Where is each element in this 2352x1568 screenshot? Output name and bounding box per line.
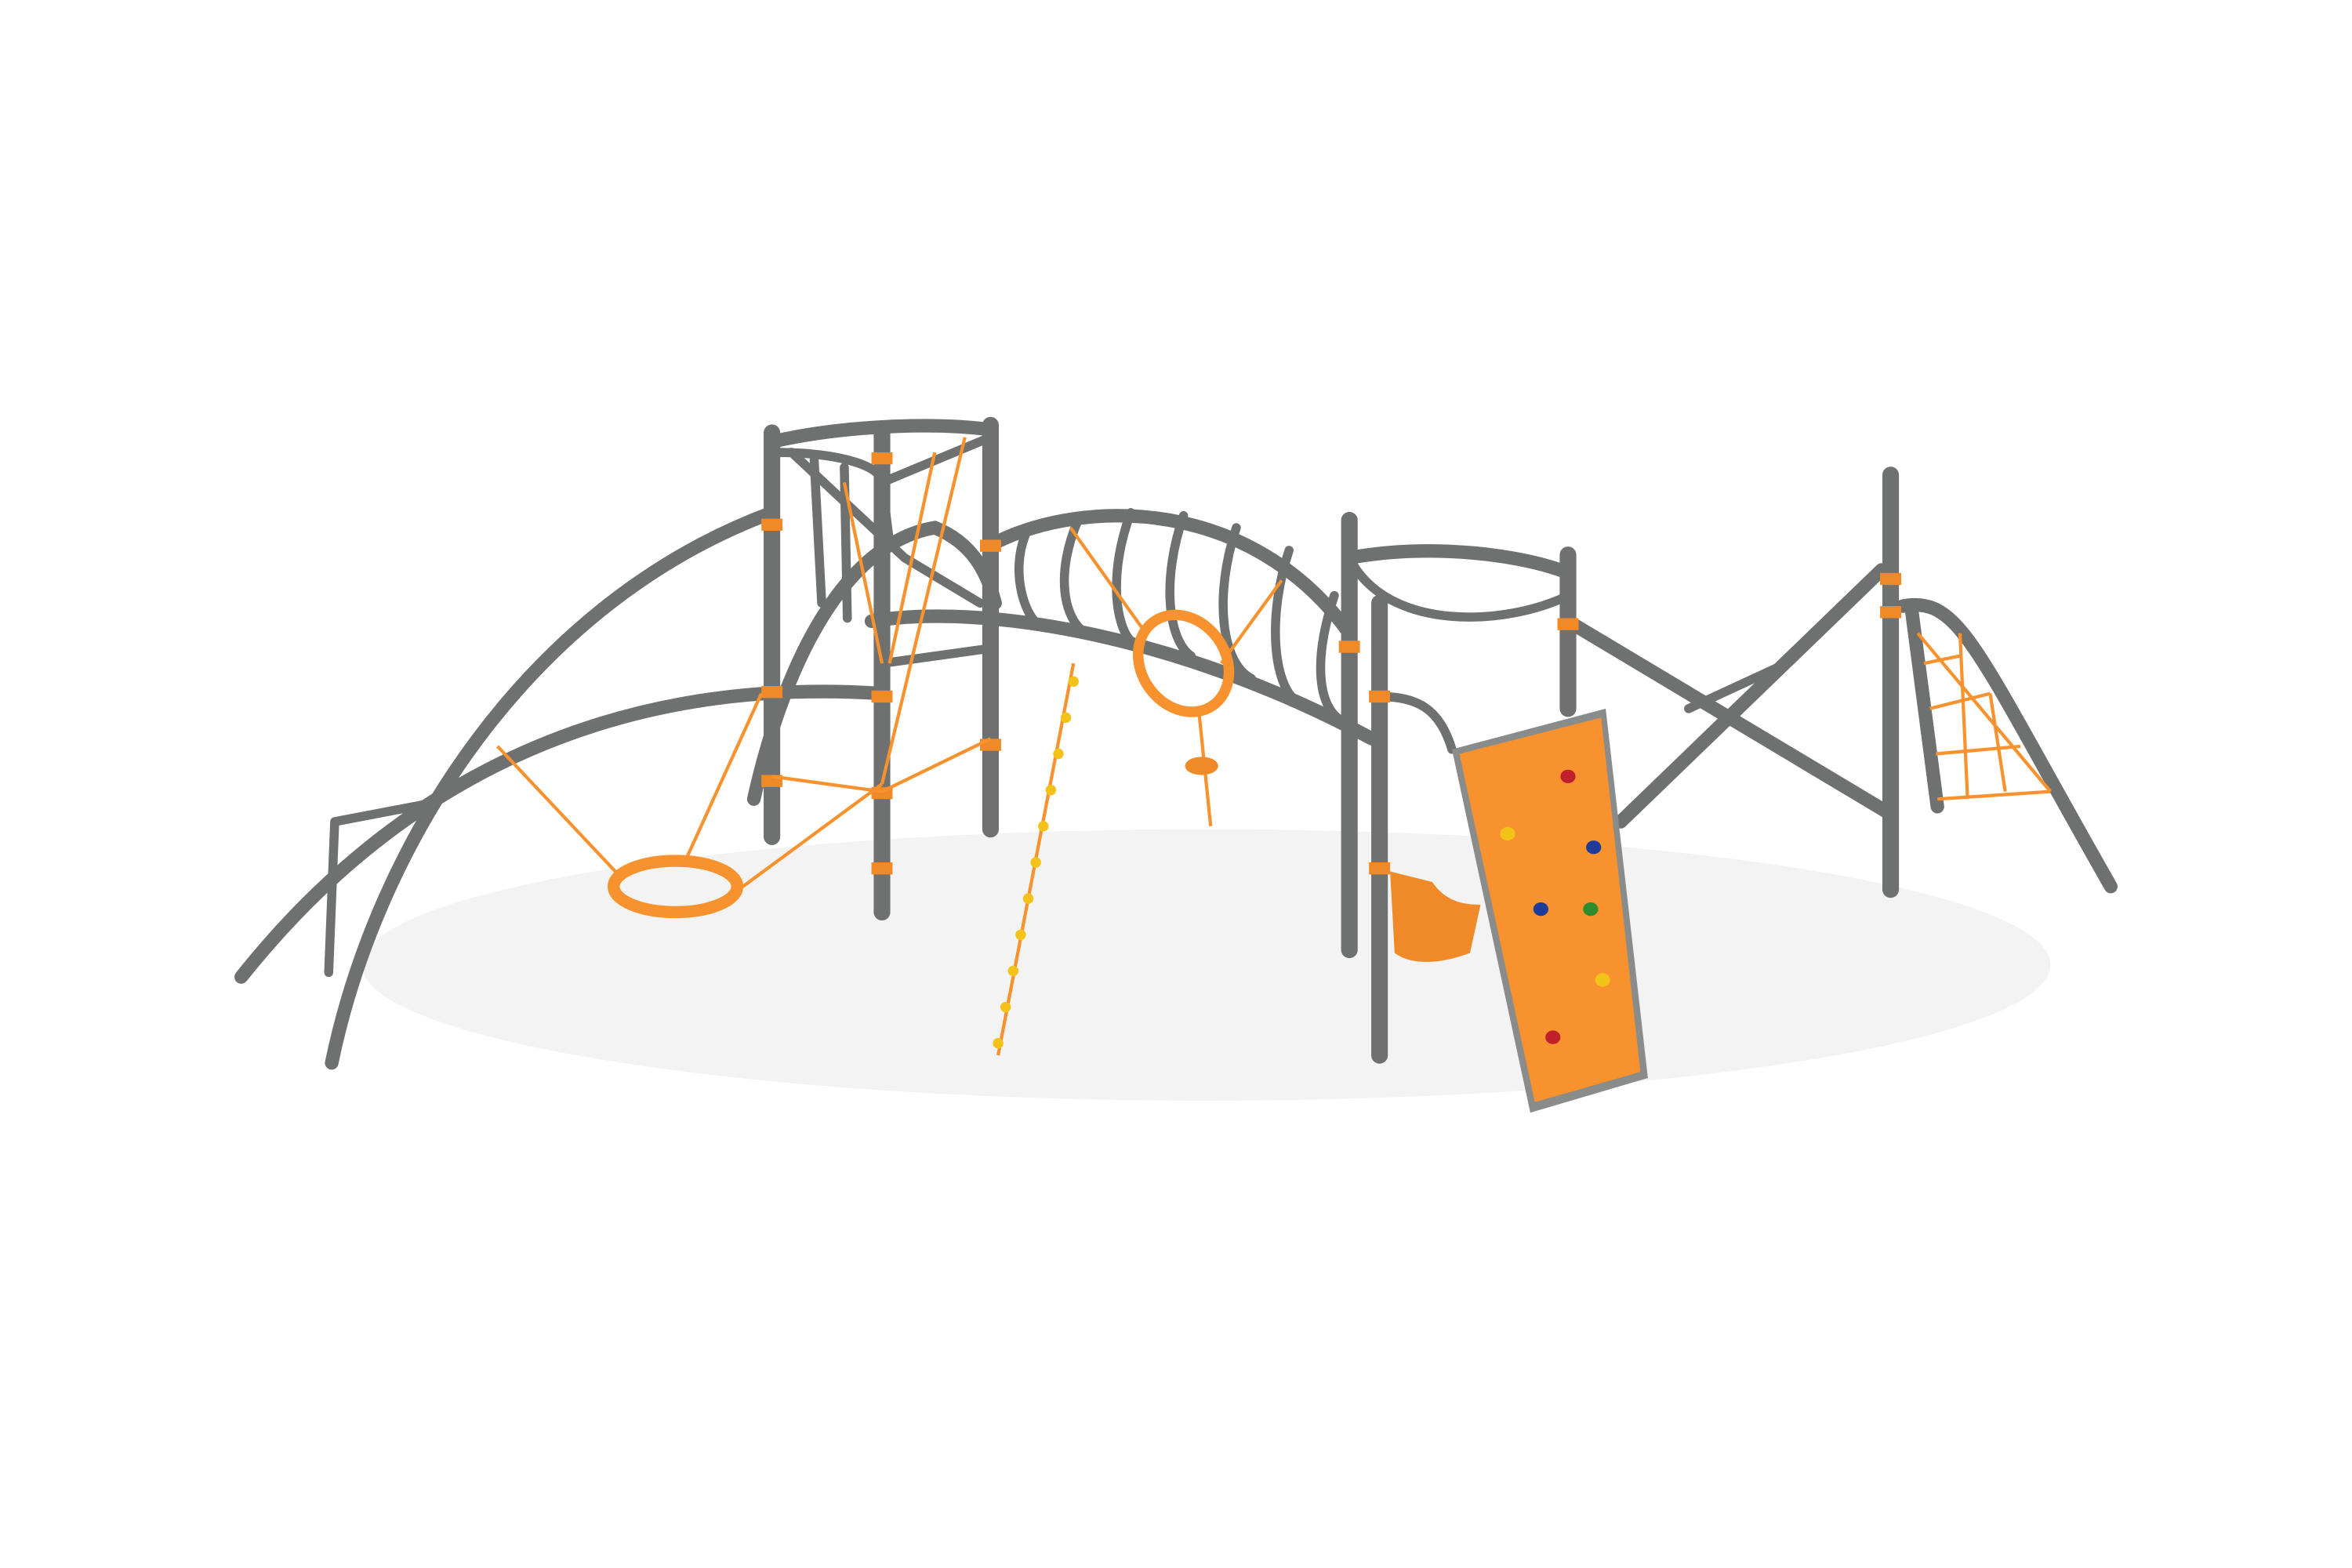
posts	[764, 416, 1900, 1064]
rope-bead	[993, 1038, 1004, 1049]
climbing-hold	[1533, 902, 1548, 916]
hanging-hoop	[1132, 609, 1235, 717]
middle-frame	[1342, 544, 1575, 754]
climbing-hold	[1595, 973, 1610, 987]
rope-bead	[1060, 712, 1072, 724]
rope-bead	[1000, 1001, 1011, 1013]
rope-bead	[1007, 965, 1019, 977]
rope-bead	[1053, 748, 1064, 760]
climbing-hold	[1583, 902, 1599, 916]
climbing-hold	[1545, 1030, 1561, 1044]
rope-bead	[1015, 929, 1026, 941]
ropes	[496, 437, 1283, 891]
x-cross-bars	[1561, 563, 1898, 829]
arch-bridge	[864, 508, 1379, 746]
ring-swing	[608, 855, 744, 919]
rope-bead	[1045, 784, 1057, 796]
right-net-frame	[1896, 597, 2118, 894]
climbing-hold	[1500, 826, 1515, 841]
rope-bead	[1022, 893, 1034, 904]
rope-bead	[1030, 857, 1041, 868]
orange-clamps	[761, 452, 1901, 875]
climbing-wall	[1451, 708, 1648, 1113]
climbing-hold	[1586, 840, 1602, 855]
rope-bead	[1038, 821, 1049, 832]
disc-seat	[1185, 757, 1218, 775]
bead-climbing-rope	[993, 662, 1079, 1056]
bucket-seat	[1390, 871, 1481, 962]
climbing-hold	[1560, 769, 1576, 784]
rope-bead	[1068, 676, 1079, 687]
